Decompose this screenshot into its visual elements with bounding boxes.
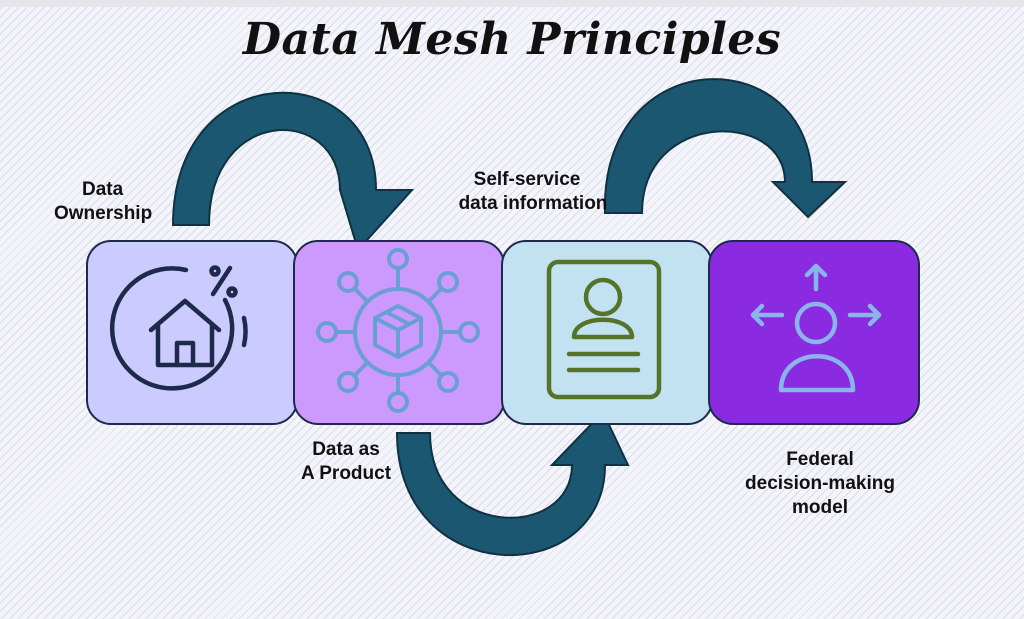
label-line: Data xyxy=(82,179,124,200)
label-line: model xyxy=(792,497,848,518)
diagram-title: Data Mesh Principles xyxy=(242,14,782,65)
label-data-as-product: Data as A Product xyxy=(286,438,406,486)
top-border xyxy=(0,0,1024,7)
label-federal-model: Federal decision-making model xyxy=(720,448,920,520)
label-line: A Product xyxy=(300,463,392,484)
person-arrows-icon xyxy=(750,263,882,393)
label-line: Data as xyxy=(312,439,380,460)
label-line: data information xyxy=(458,193,608,214)
profile-card-icon xyxy=(546,259,662,400)
label-line: Federal xyxy=(786,449,854,470)
house-percent-icon xyxy=(109,265,248,391)
flow-arrow-1 xyxy=(171,91,415,252)
principle-box-federal-model xyxy=(708,240,920,425)
flow-arrow-3 xyxy=(603,78,848,219)
product-network-icon xyxy=(316,248,480,413)
label-line: Self-service xyxy=(473,169,581,190)
label-line: Ownership xyxy=(54,203,153,224)
label-self-service: Self-service data information xyxy=(443,168,623,216)
label-line: decision-making xyxy=(745,473,895,494)
label-data-ownership: Data Ownership xyxy=(54,178,152,226)
principle-box-data-ownership xyxy=(86,240,298,425)
flow-arrow-2 xyxy=(395,410,630,557)
